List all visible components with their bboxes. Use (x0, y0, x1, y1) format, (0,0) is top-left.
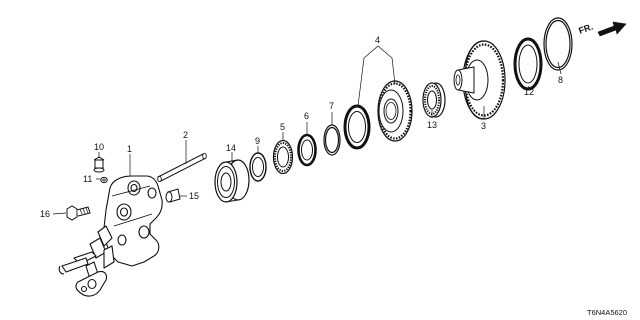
part-15-dowel (165, 188, 181, 203)
callout-11: 11 (83, 174, 92, 184)
part-13-needle-bearing (422, 82, 446, 118)
part-7-snap-ring (323, 124, 341, 156)
diagram-part-code: T6N4A5620 (587, 308, 627, 317)
callout-3: 3 (481, 121, 486, 131)
callout-13: 13 (427, 120, 437, 130)
part-16-bolt (66, 205, 91, 221)
callout-7: 7 (329, 101, 334, 111)
leader-12 (527, 85, 530, 89)
part-4-ring (343, 104, 371, 150)
callout-labels: 8 12 3 13 4 7 6 5 9 14 2 15 1 10 11 16 (40, 35, 563, 219)
callout-16: 16 (40, 209, 50, 219)
part-1-housing (58, 175, 163, 297)
front-direction-arrow: FR. (577, 22, 627, 37)
callout-9: 9 (255, 136, 260, 146)
part-4-gear (377, 80, 413, 142)
part-5-synchro-ring (272, 139, 294, 175)
callout-6: 6 (304, 111, 309, 121)
part-2-pin (157, 152, 207, 183)
part-6-ring (297, 133, 317, 167)
part-11-washer (100, 176, 108, 184)
callout-8: 8 (558, 75, 563, 85)
front-direction-label: FR. (577, 22, 594, 36)
leader-8 (557, 61, 562, 75)
callout-14: 14 (226, 143, 236, 153)
part-14-ball-bearing (214, 159, 250, 203)
callout-4: 4 (375, 35, 380, 45)
part-8-shim (543, 17, 573, 71)
part-9-washer (249, 152, 267, 182)
leader-16 (52, 212, 67, 215)
part-10-bolt (93, 156, 105, 173)
callout-5: 5 (280, 122, 285, 132)
leader-lines (52, 45, 562, 215)
callout-12: 12 (524, 87, 534, 97)
callout-2: 2 (183, 130, 188, 140)
part-12-ring (513, 37, 543, 91)
callout-1: 1 (127, 144, 132, 154)
leader-4 (357, 45, 396, 107)
callout-15: 15 (189, 191, 199, 201)
part-3-gear (453, 40, 506, 120)
callout-10: 10 (94, 142, 104, 152)
